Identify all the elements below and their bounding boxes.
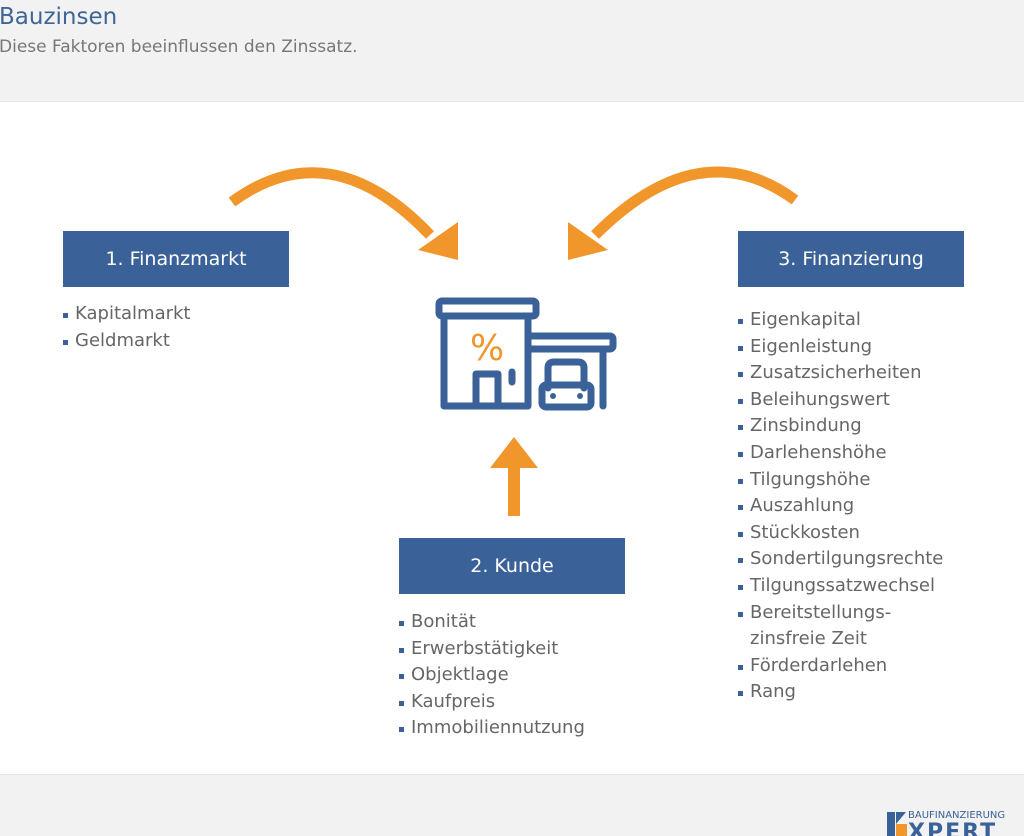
logo-text-bottom: XPERT [908,820,998,836]
list-item: Stückkosten [738,520,943,547]
finanzierung-list: Eigenkapital Eigenleistung Zusatzsicherh… [738,307,943,706]
logo-icon [887,812,907,836]
list-item: Förderdarlehen [738,653,943,680]
list-item: Immobiliennutzung [399,715,585,742]
logo-text-top: BAUFINANZIERUNG [908,810,1006,821]
list-item: Objektlage [399,662,585,689]
header: Bauzinsen Diese Faktoren beeinflussen de… [0,0,1024,100]
list-item: Geldmarkt [63,328,190,355]
list-item: Beleihungswert [738,387,943,414]
arrow-right-head [568,222,608,260]
arrow-right-icon [591,166,799,239]
box-finanzierung: 3. Finanzierung [738,231,964,287]
house-garage-icon [435,297,617,411]
list-item-continuation: zinsfreie Zeit [750,628,867,650]
arrow-up-head [490,437,538,468]
list-item: Sondertilgungsrechte [738,546,943,573]
diagram-area [0,101,1024,775]
arrow-left-icon [228,167,434,239]
kunde-list: Bonität Erwerbstätigkeit Objektlage Kauf… [399,609,585,742]
list-item: Tilgungshöhe [738,467,943,494]
list-item: Eigenleistung [738,334,943,361]
brand-logo: BAUFINANZIERUNG XPERT [886,810,1024,836]
list-item: Auszahlung [738,493,943,520]
finanzmarkt-list: Kapitalmarkt Geldmarkt [63,301,190,354]
box-finanzmarkt: 1. Finanzmarkt [63,231,289,287]
arrow-left-head [418,222,458,260]
list-item: Bonität [399,609,585,636]
box-kunde: 2. Kunde [399,538,625,594]
list-item: Rang [738,679,943,706]
list-item: Darlehenshöhe [738,440,943,467]
list-item: Eigenkapital [738,307,943,334]
list-item: Kaufpreis [399,689,585,716]
list-item: Zusatzsicherheiten [738,360,943,387]
arrow-up-shaft [508,462,520,516]
list-item: Kapitalmarkt [63,301,190,328]
page-title: Bauzinsen [0,4,118,30]
list-item: Bereitstellungs- [738,600,943,627]
list-item: Erwerbstätigkeit [399,636,585,663]
page-subtitle: Diese Faktoren beeinflussen den Zinssatz… [0,37,358,57]
percent-icon: % [470,328,504,369]
list-item: Tilgungssatzwechsel [738,573,943,600]
list-item: Zinsbindung [738,413,943,440]
